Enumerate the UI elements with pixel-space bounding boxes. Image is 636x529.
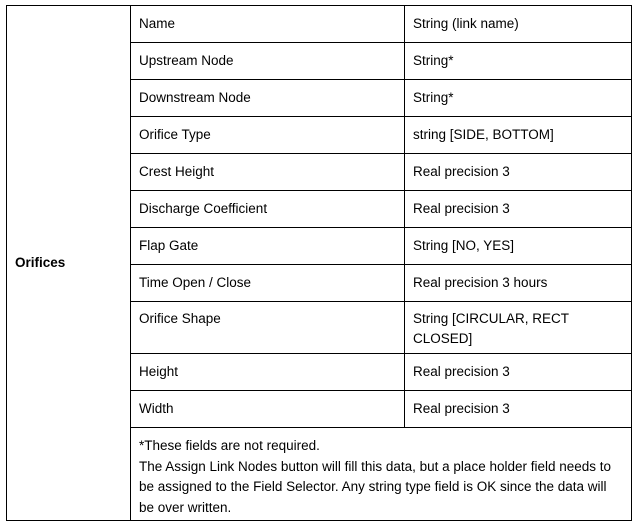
field-type-cell: Real precision 3 — [404, 390, 632, 428]
field-name-cell: Flap Gate — [130, 227, 405, 265]
field-name-cell: Downstream Node — [130, 79, 405, 117]
table-row: Discharge Coefficient Real precision 3 — [7, 190, 632, 228]
table-row: Downstream Node String* — [7, 79, 632, 117]
field-type-cell: String (link name) — [404, 5, 632, 43]
orifices-field-table: Orifices Name String (link name) Upstrea… — [6, 5, 632, 521]
field-type-cell: String* — [404, 79, 632, 117]
table-row: Flap Gate String [NO, YES] — [7, 227, 632, 265]
footnote-assign-link-nodes: The Assign Link Nodes button will fill t… — [139, 458, 612, 515]
table-row: Orifice Type string [SIDE, BOTTOM] — [7, 116, 632, 154]
field-name-cell: Width — [130, 390, 405, 428]
field-type-cell: string [SIDE, BOTTOM] — [404, 116, 632, 154]
table-row: Orifices Name String (link name) — [6, 5, 632, 521]
field-name-cell: Orifice Shape — [130, 301, 405, 354]
field-name-cell: Upstream Node — [130, 42, 405, 80]
field-name-cell: Crest Height — [130, 153, 405, 191]
field-type-cell: String* — [404, 42, 632, 80]
field-type-cell: Real precision 3 — [404, 353, 632, 391]
field-name-cell: Time Open / Close — [130, 264, 405, 302]
table-row: Width Real precision 3 — [7, 390, 632, 428]
footnote-cell: *These fields are not required. The Assi… — [130, 427, 632, 521]
group-label-orifices: Orifices — [6, 5, 131, 521]
field-type-cell: String [NO, YES] — [404, 227, 632, 265]
table-row: Orifice Shape String [CIRCULAR, RECT CLO… — [7, 301, 632, 354]
field-type-cell: Real precision 3 — [404, 190, 632, 228]
table-row: Time Open / Close Real precision 3 hours — [7, 264, 632, 302]
field-name-cell: Name — [130, 5, 405, 43]
table-row: Crest Height Real precision 3 — [7, 153, 632, 191]
field-name-cell: Orifice Type — [130, 116, 405, 154]
field-type-cell: String [CIRCULAR, RECT CLOSED] — [404, 301, 632, 354]
table-row: Upstream Node String* — [7, 42, 632, 80]
field-type-cell: Real precision 3 hours — [404, 264, 632, 302]
footnote-required: *These fields are not required. — [139, 438, 320, 453]
field-name-cell: Height — [130, 353, 405, 391]
table-note-row: *These fields are not required. The Assi… — [7, 427, 632, 521]
field-type-cell: Real precision 3 — [404, 153, 632, 191]
field-name-cell: Discharge Coefficient — [130, 190, 405, 228]
